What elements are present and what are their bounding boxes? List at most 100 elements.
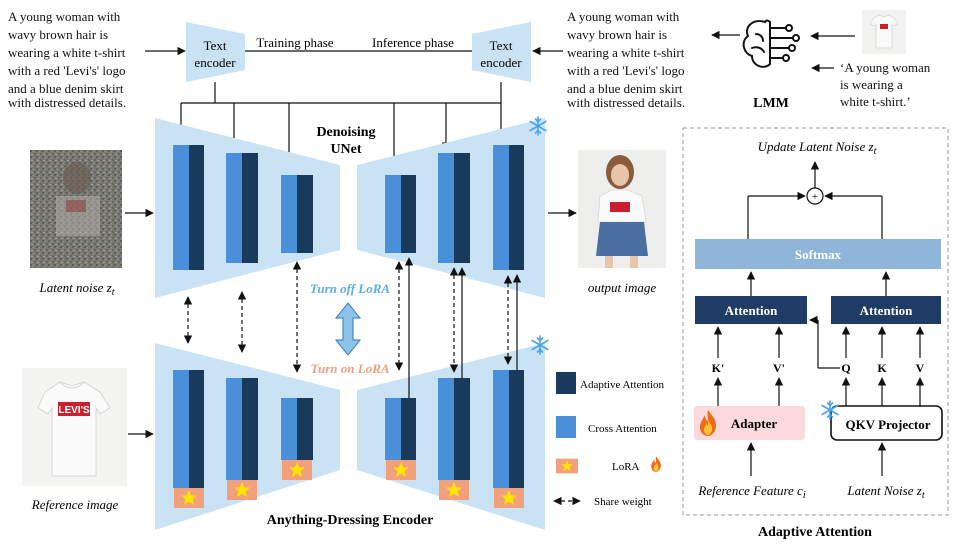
prompt-line: with a red 'Levi's' logo (567, 63, 685, 78)
turn-on-lora-label: Turn on LoRA (311, 361, 390, 376)
adaptive-attention-block (189, 145, 204, 270)
cross-attention-block (438, 153, 454, 263)
text-encoder-right: Text encoder (472, 22, 531, 82)
caption-line: ‘A young woman (840, 60, 931, 75)
encoder-label: Text (490, 38, 513, 53)
attention-box-left (695, 296, 807, 324)
prompt-line: wearing a white t-shirt (567, 45, 685, 60)
double-arrow-icon (334, 302, 362, 356)
encoder-label: encoder (194, 55, 236, 70)
attention-left-label: Attention (725, 303, 778, 318)
inference-phase-label: Inference phase (372, 35, 454, 50)
adaptive-attention-title: Adaptive Attention (758, 525, 872, 540)
unet-title: Denoising (316, 125, 375, 140)
prompt-text-left: A young woman with wavy brown hair is we… (8, 9, 126, 110)
legend-swatch-cross (556, 416, 576, 438)
unet-blocks (173, 145, 524, 270)
caption-line: is wearing a (840, 77, 903, 92)
adaptive-attention-block (242, 153, 258, 263)
update-latent-label: Update Latent Noise zt (758, 139, 877, 157)
turn-off-lora-label: Turn off LoRA (310, 281, 391, 296)
legend: Adaptive Attention Cross Attention LoRA … (553, 372, 665, 508)
cross-attention-block (493, 145, 509, 270)
cross-attention-block (173, 145, 189, 270)
adaptive-attention-block (401, 398, 416, 460)
output-image-label: output image (588, 280, 656, 295)
attention-right-label: Attention (860, 303, 913, 318)
plus-symbol: + (812, 191, 818, 203)
prompt-line: wavy brown hair is (567, 27, 667, 42)
qkv-projector-box (830, 405, 943, 441)
k-label: K (877, 361, 887, 375)
text-encoder-left: Text encoder (186, 22, 245, 82)
adaptive-attention-block (454, 153, 470, 263)
encoder-label: encoder (480, 55, 522, 70)
adaptive-attention-block (454, 378, 470, 480)
lora-star-icon (494, 488, 524, 508)
lora-star-icon (227, 480, 257, 500)
output-image (578, 150, 666, 268)
latent-noise-label: Latent noise zt (38, 280, 114, 298)
share-weight-arrows-right (449, 267, 513, 373)
adapter-box (694, 406, 805, 440)
legend-share-label: Share weight (594, 496, 652, 508)
prompt-line: A young woman with (567, 9, 680, 24)
levis-logo-text: LEVI'S (58, 405, 90, 416)
panel-border (682, 127, 949, 516)
adaptive-attention-block (189, 370, 204, 488)
cross-attention-block (173, 370, 189, 488)
adaptive-attention-block (297, 175, 313, 253)
adaptive-attention-block (242, 378, 258, 480)
lora-star-icon (282, 460, 312, 480)
q-label: Q (841, 361, 850, 375)
encoder-title: Anything-Dressing Encoder (267, 513, 434, 528)
v-label: V (916, 361, 925, 375)
latent-noise-panel-label: Latent Noise zt (846, 483, 924, 501)
attention-box-right (831, 296, 941, 324)
adaptive-attention-panel: Update Latent Noise zt + Softmax Attenti… (682, 127, 949, 516)
prompt-line: wearing a white t-shirt (8, 45, 126, 60)
legend-adaptive-label: Adaptive Attention (580, 379, 665, 391)
cross-attention-block (385, 398, 401, 460)
reference-image-label: Reference image (31, 497, 119, 512)
adapter-label: Adapter (731, 416, 777, 431)
softmax-label: Softmax (795, 247, 842, 262)
k-prime-label: K' (712, 361, 725, 375)
softmax-box (695, 239, 941, 269)
legend-lora-icon (556, 458, 578, 474)
prompt-line: with a red 'Levi's' logo (8, 63, 126, 78)
cross-attention-block (438, 378, 454, 480)
prompt-line: with distressed details. (8, 95, 126, 110)
flame-icon (651, 456, 661, 472)
cross-attention-block (281, 398, 297, 460)
latent-noise-image (30, 150, 122, 268)
lora-star-icon (386, 460, 416, 480)
lmm-caption: ‘A young woman is wearing a white t-shir… (840, 60, 931, 109)
reference-image: LEVI'S (22, 368, 127, 486)
prompt-line: with distressed details. (567, 95, 685, 110)
cross-attention-block (385, 175, 401, 253)
cross-attention-block (226, 378, 242, 480)
caption-line: white t-shirt.’ (840, 94, 911, 109)
adaptive-attention-block (509, 370, 524, 488)
legend-lora-label: LoRA (612, 461, 640, 473)
adaptive-attention-block (509, 145, 524, 270)
encoder-blocks (173, 370, 524, 488)
adaptive-attention-block (297, 398, 313, 460)
reference-feature-label: Reference Feature ci (697, 483, 805, 501)
add-node (806, 187, 824, 205)
cross-attention-block (281, 175, 297, 253)
reference-thumbnail (862, 10, 906, 54)
prompt-text-right: A young woman with wavy brown hair is we… (567, 9, 685, 110)
brain-icon (742, 19, 800, 68)
levis-logo (58, 402, 90, 416)
adaptive-attention-block (401, 175, 416, 253)
unet-title: UNet (330, 142, 361, 157)
legend-cross-label: Cross Attention (588, 423, 657, 435)
prompt-line: and a blue denim skirt (567, 81, 683, 96)
cross-attention-block (226, 153, 242, 263)
prompt-line: and a blue denim skirt (8, 81, 124, 96)
v-prime-label: V' (773, 361, 785, 375)
prompt-line: A young woman with (8, 9, 121, 24)
encoder-label: Text (204, 38, 227, 53)
